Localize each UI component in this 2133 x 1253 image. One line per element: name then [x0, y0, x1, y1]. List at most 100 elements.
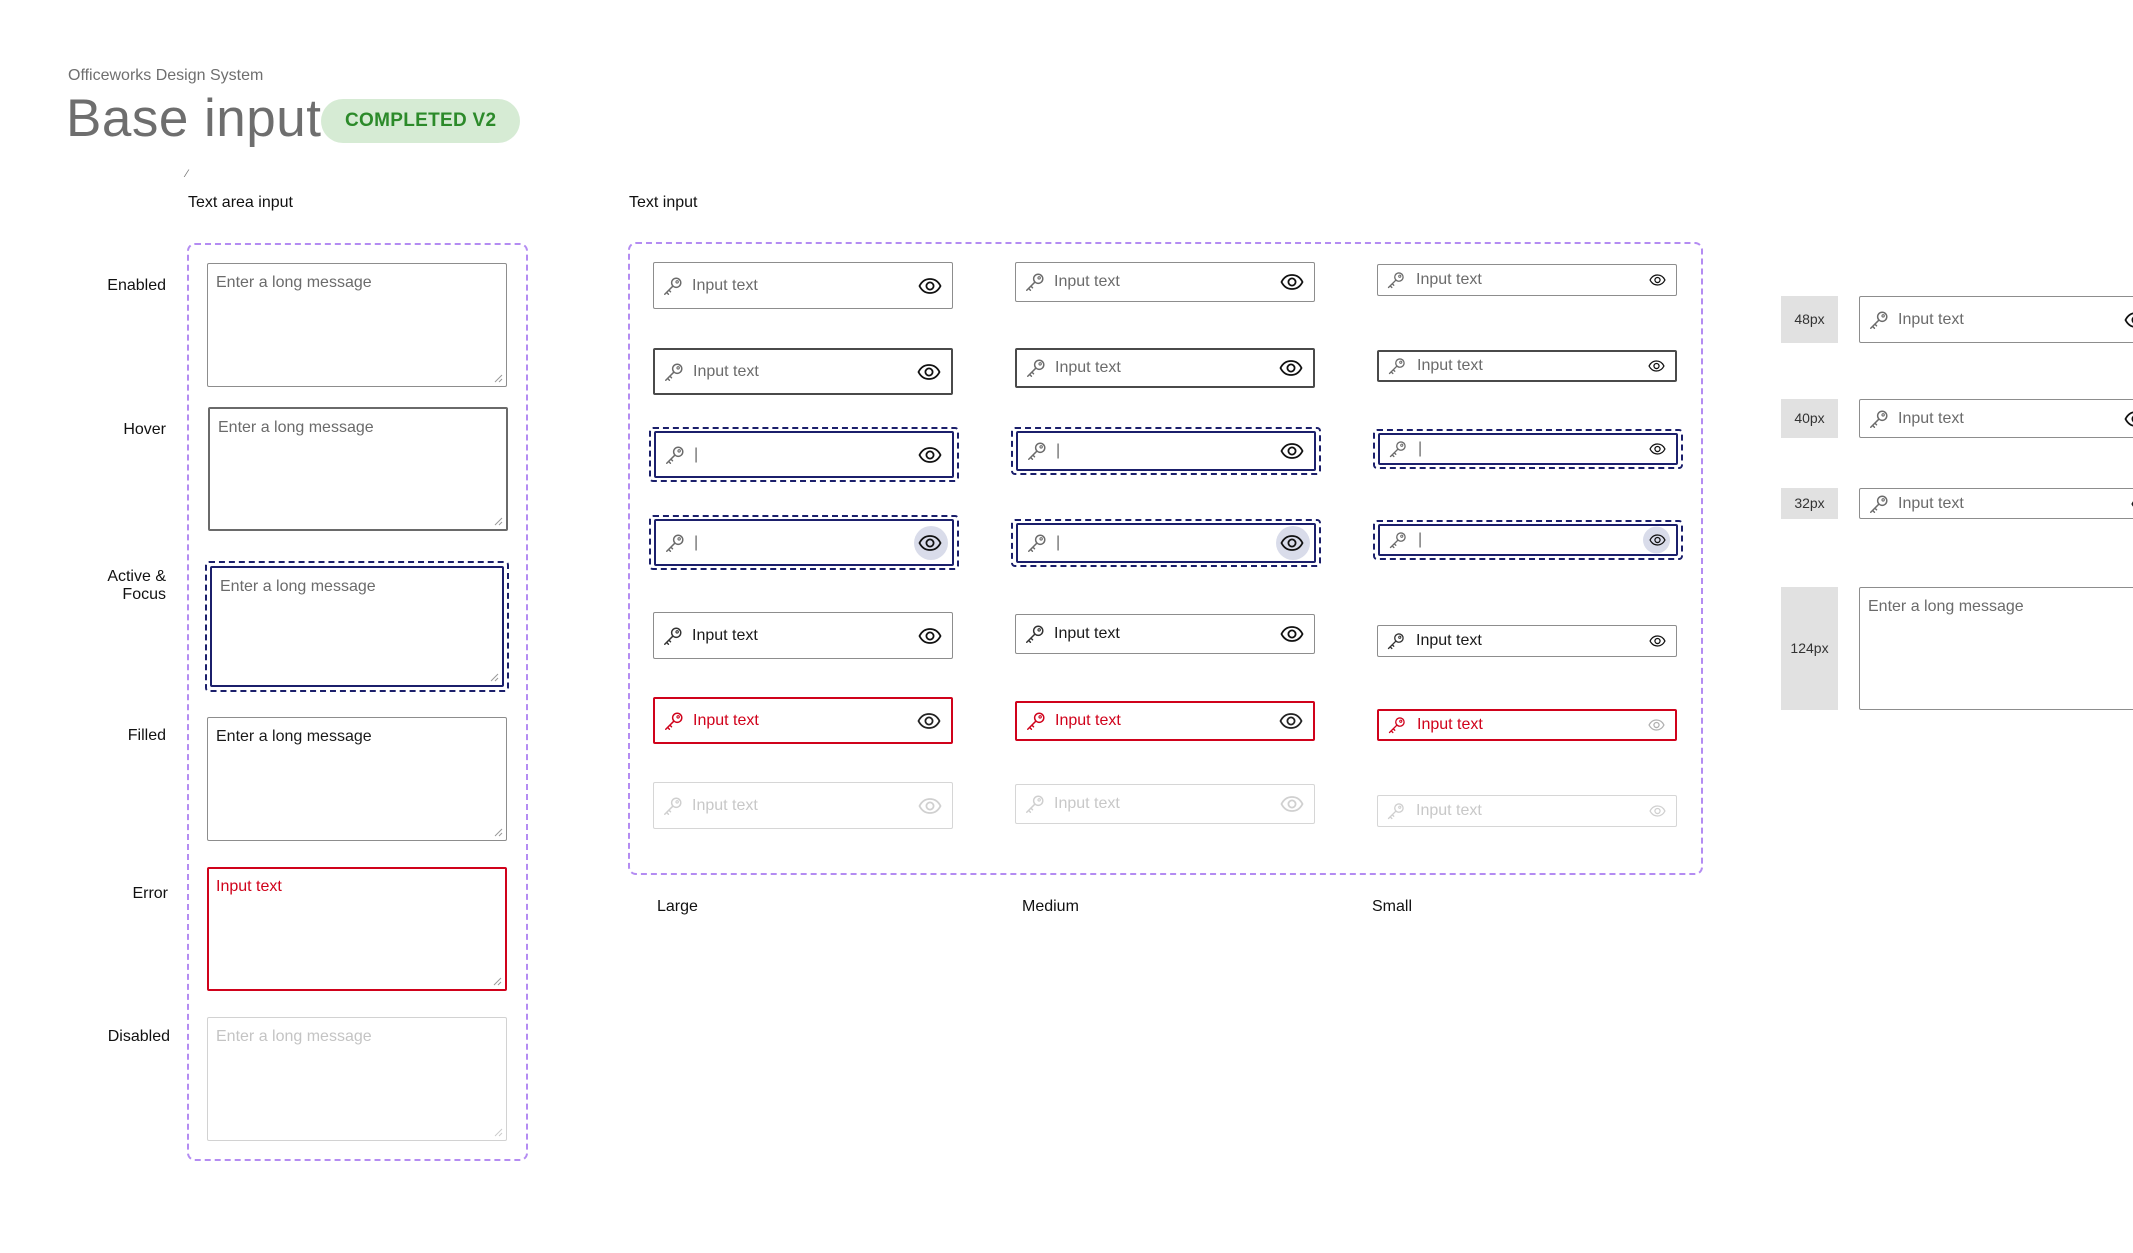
- text-input-small-filled[interactable]: Input text: [1377, 625, 1677, 657]
- resize-grip-icon[interactable]: [494, 517, 503, 526]
- eye-icon[interactable]: [917, 712, 941, 730]
- text-input-large-hover[interactable]: Input text: [653, 348, 953, 395]
- text-input-small-disabled: Input text: [1377, 795, 1677, 827]
- resize-grip-icon[interactable]: [490, 673, 499, 682]
- text-input-medium-enabled[interactable]: Input text: [1015, 262, 1315, 302]
- column-label-small: Small: [1372, 898, 1413, 915]
- key-icon: [1026, 625, 1044, 643]
- key-icon: [1026, 795, 1044, 813]
- eye-icon[interactable]: [1280, 795, 1304, 813]
- input-text: |: [1056, 534, 1061, 551]
- design-system-name: Officeworks Design System: [68, 67, 264, 84]
- text-input-medium-hover[interactable]: Input text: [1015, 348, 1315, 388]
- input-text: Input text: [1417, 357, 1483, 374]
- textarea-disabled: Enter a long message: [207, 1017, 507, 1141]
- text-input-small-focus-eye[interactable]: |: [1378, 524, 1678, 556]
- key-icon: [665, 362, 683, 381]
- text-input-medium-error[interactable]: Input text: [1015, 701, 1315, 741]
- key-icon: [1389, 441, 1406, 458]
- textarea-placeholder: Enter a long message: [1868, 598, 2024, 615]
- column-label-large: Large: [657, 898, 698, 915]
- eye-icon[interactable]: [918, 277, 942, 295]
- eye-icon[interactable]: [1280, 625, 1304, 643]
- text-input-large-error[interactable]: Input text: [653, 697, 953, 744]
- input-text: Input text: [1055, 359, 1121, 376]
- text-input-medium-focus-eye[interactable]: |: [1016, 523, 1316, 563]
- text-input-small-error[interactable]: Input text: [1377, 709, 1677, 741]
- textarea-placeholder: Enter a long message: [220, 578, 376, 595]
- eye-icon[interactable]: [1649, 443, 1666, 456]
- eye-icon[interactable]: [917, 363, 941, 381]
- input-text: |: [1418, 440, 1423, 457]
- text-input-small-enabled[interactable]: Input text: [1377, 264, 1677, 296]
- size-label-40: 40px: [1781, 399, 1838, 438]
- resize-grip-icon[interactable]: [493, 977, 502, 986]
- size-demo-textarea[interactable]: Enter a long message: [1859, 587, 2133, 710]
- eye-icon[interactable]: [2124, 311, 2133, 329]
- textarea-placeholder: Enter a long message: [216, 1028, 372, 1045]
- textarea-section-label: Text area input: [188, 194, 293, 211]
- resize-grip-icon[interactable]: [494, 374, 503, 383]
- eye-icon[interactable]: [2124, 410, 2133, 428]
- textarea-enabled[interactable]: Enter a long message: [207, 263, 507, 387]
- state-label-enabled: Enabled: [107, 277, 166, 294]
- key-icon: [665, 711, 683, 730]
- state-label-error: Error: [132, 885, 168, 902]
- size-demo-input-48px[interactable]: Input text: [1859, 296, 2133, 343]
- input-text: Input text: [693, 711, 759, 729]
- resize-grip-icon: [494, 1128, 503, 1137]
- textarea-value: Input text: [216, 878, 282, 895]
- resize-mark-icon: ⁄: [186, 168, 188, 180]
- textarea-variants-frame: [187, 243, 528, 1161]
- input-text: Input text: [1416, 632, 1482, 649]
- eye-icon[interactable]: [1648, 360, 1665, 373]
- size-label-32: 32px: [1781, 488, 1838, 519]
- input-text: |: [694, 533, 699, 551]
- eye-icon[interactable]: [1280, 534, 1304, 552]
- eye-icon[interactable]: [1648, 719, 1665, 732]
- eye-icon[interactable]: [1649, 274, 1666, 287]
- state-label-focus: Active & Focus: [107, 568, 166, 603]
- text-input-large-filled[interactable]: Input text: [653, 612, 953, 659]
- input-focus-ring: [649, 427, 959, 482]
- key-icon: [1027, 359, 1045, 377]
- textarea-error[interactable]: Input text: [207, 867, 507, 991]
- text-input-large-focus-eye[interactable]: |: [654, 519, 954, 566]
- key-icon: [1028, 442, 1046, 460]
- eye-icon[interactable]: [1649, 635, 1666, 648]
- text-input-small-hover[interactable]: Input text: [1377, 350, 1677, 382]
- eye-icon[interactable]: [918, 797, 942, 815]
- input-text: Input text: [1416, 271, 1482, 288]
- eye-icon[interactable]: [1280, 442, 1304, 460]
- input-text: |: [1418, 531, 1423, 548]
- resize-grip-icon[interactable]: [494, 828, 503, 837]
- input-focus-ring: [1011, 519, 1321, 567]
- state-label-hover: Hover: [123, 421, 166, 438]
- eye-icon[interactable]: [918, 627, 942, 645]
- input-text: Input text: [692, 276, 758, 294]
- text-input-variants-frame: [628, 242, 1703, 875]
- textarea-hover[interactable]: Enter a long message: [208, 407, 508, 531]
- key-icon: [1870, 409, 1888, 428]
- size-label-48: 48px: [1781, 296, 1838, 343]
- textarea-focus[interactable]: Enter a long message: [210, 566, 504, 687]
- text-input-medium-focus[interactable]: |: [1016, 431, 1316, 471]
- text-input-large-focus[interactable]: |: [654, 431, 954, 478]
- eye-icon[interactable]: [1279, 359, 1303, 377]
- input-focus-ring: [1011, 427, 1321, 475]
- input-text: Input text: [1898, 409, 1964, 427]
- eye-icon[interactable]: [1279, 712, 1303, 730]
- eye-icon[interactable]: [1649, 805, 1666, 818]
- text-input-large-enabled[interactable]: Input text: [653, 262, 953, 309]
- size-demo-input-32px[interactable]: Input text: [1859, 488, 2133, 519]
- eye-icon[interactable]: [918, 534, 942, 552]
- eye-icon[interactable]: [918, 446, 942, 464]
- eye-icon[interactable]: [1649, 534, 1666, 547]
- eye-icon[interactable]: [1280, 273, 1304, 291]
- textarea-filled[interactable]: Enter a long message: [207, 717, 507, 841]
- size-demo-input-40px[interactable]: Input text: [1859, 399, 2133, 438]
- state-label-filled: Filled: [127, 727, 166, 744]
- text-input-small-focus[interactable]: |: [1378, 433, 1678, 465]
- status-badge: COMPLETED V2: [321, 99, 521, 143]
- text-input-medium-filled[interactable]: Input text: [1015, 614, 1315, 654]
